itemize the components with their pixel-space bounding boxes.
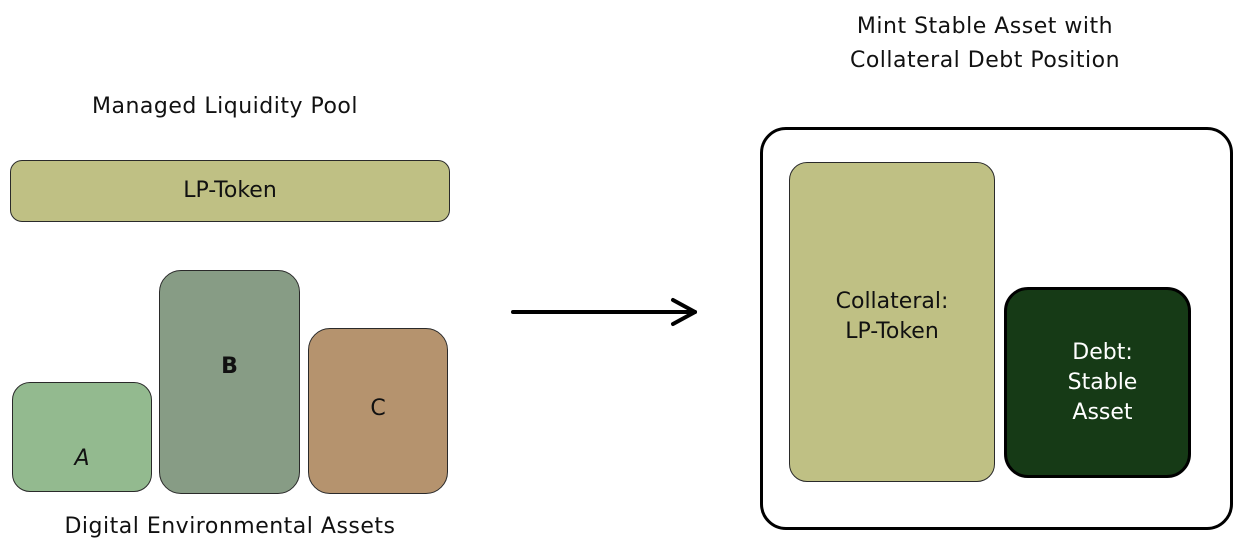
collateral-label: Collateral: LP-Token [836,287,949,347]
asset-a-label: A [74,446,90,471]
debt-label: Debt: Stable Asset [1068,338,1138,428]
managed-liquidity-pool-title: Managed Liquidity Pool [92,94,358,119]
asset-b-label: B [221,354,238,379]
debt-label-line3: Asset [1072,399,1133,425]
asset-c-box: C [308,328,448,494]
lp-token-bar: LP-Token [10,160,450,222]
asset-b-box: B [159,270,300,494]
arrow-head [671,298,697,326]
asset-c-label: C [370,396,386,421]
cdp-title-line2: Collateral Debt Position [849,48,1121,73]
cdp-title-line1: Mint Stable Asset with [856,14,1114,39]
asset-a-box: A [12,382,152,492]
collateral-box: Collateral: LP-Token [789,162,995,482]
debt-label-line2: Stable [1067,369,1138,395]
lp-token-label: LP-Token [183,178,277,203]
cdp-title: Mint Stable Asset with Collateral Debt P… [790,10,1180,78]
collateral-label-line1: Collateral: [835,289,949,314]
collateral-label-line2: LP-Token [845,319,939,344]
right-arrow-icon [511,298,697,326]
digital-environmental-assets-caption: Digital Environmental Assets [64,514,396,539]
debt-label-line1: Debt: [1072,339,1133,365]
debt-box: Debt: Stable Asset [1004,287,1191,478]
